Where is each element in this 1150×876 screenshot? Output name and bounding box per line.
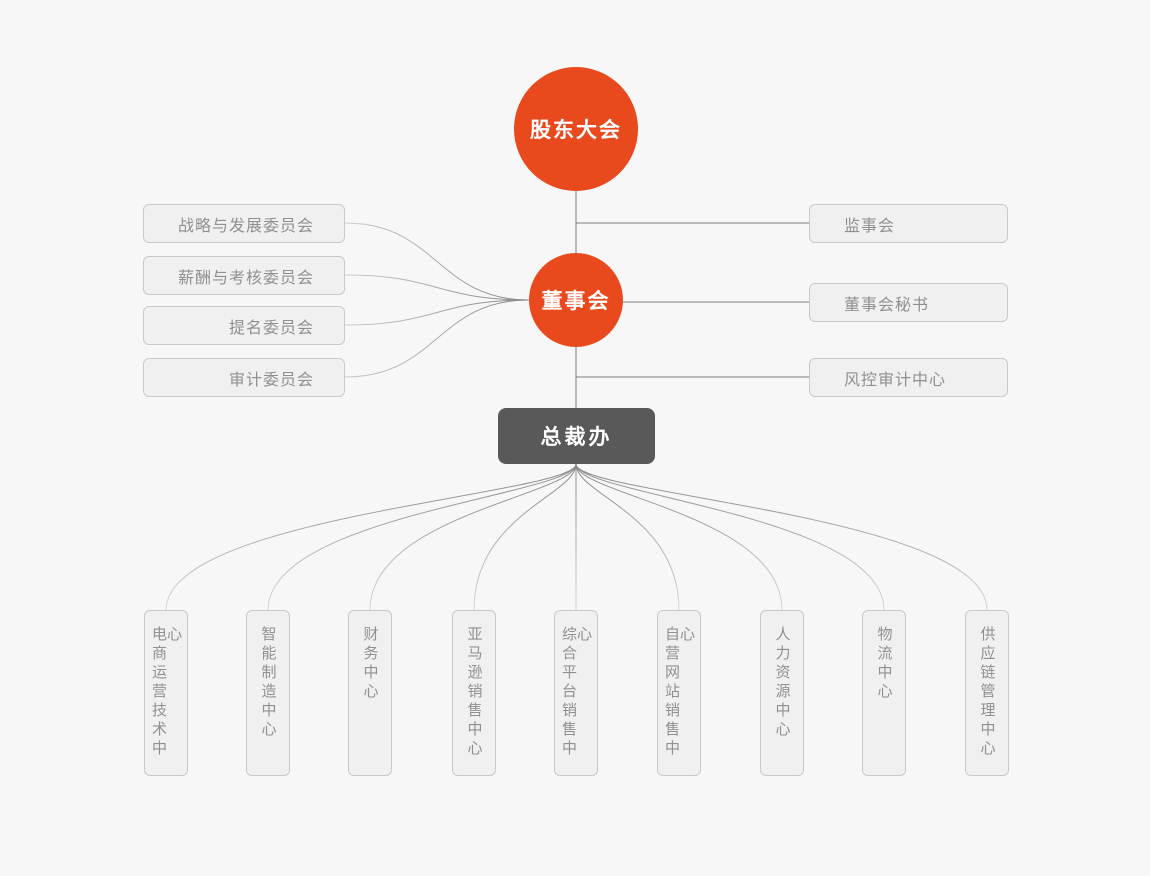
right-node-label: 风控审计中心 (844, 371, 947, 389)
node-dept-logistics: 物流中心 (862, 610, 906, 776)
curve-committee-2 (344, 299, 530, 326)
node-strategy-development-committee: 战略与发展委员会 (143, 204, 345, 243)
committee-label: 审计委员会 (228, 371, 314, 389)
committee-label: 战略与发展委员会 (177, 217, 314, 235)
department-label: 财务中心 (361, 626, 379, 702)
node-president-office: 总裁办 (498, 408, 655, 464)
node-compensation-assessment-committee: 薪酬与考核委员会 (143, 256, 345, 295)
department-label: 综合平台销售中心 (560, 626, 592, 759)
department-label: 电商运营技术中心 (150, 626, 182, 759)
node-board-secretary: 董事会秘书 (809, 283, 1008, 322)
curve-department-7 (575, 463, 885, 611)
department-label: 自营网站销售中心 (663, 626, 695, 759)
department-label: 智能制造中心 (259, 626, 277, 740)
curve-department-8 (575, 463, 988, 611)
node-dept-finance: 财务中心 (348, 610, 392, 776)
node-shareholders-meeting: 股东大会 (514, 67, 638, 191)
node-audit-committee: 审计委员会 (143, 358, 345, 397)
node-nomination-committee: 提名委员会 (143, 306, 345, 345)
curve-department-3 (473, 463, 577, 611)
curve-department-6 (575, 463, 783, 611)
curve-committee-1 (344, 274, 530, 301)
department-label: 人力资源中心 (773, 626, 791, 740)
department-label: 亚马逊销售中心 (465, 626, 483, 759)
node-risk-audit-center: 风控审计中心 (809, 358, 1008, 397)
right-node-label: 董事会秘书 (844, 296, 930, 314)
curve-committee-0 (344, 222, 530, 301)
committee-label: 薪酬与考核委员会 (177, 269, 314, 287)
node-dept-supply-chain-management: 供应链管理中心 (965, 610, 1009, 776)
node-dept-amazon-sales: 亚马逊销售中心 (452, 610, 496, 776)
committee-label: 提名委员会 (228, 319, 314, 337)
node-board-of-directors: 董事会 (529, 253, 623, 347)
node-board-of-directors-label: 董事会 (541, 290, 611, 313)
department-label: 物流中心 (875, 626, 893, 702)
curve-department-1 (267, 463, 577, 611)
node-president-office-label: 总裁办 (540, 426, 613, 449)
curve-department-2 (369, 463, 577, 611)
node-dept-platform-sales: 综合平台销售中心 (554, 610, 598, 776)
node-dept-human-resources: 人力资源中心 (760, 610, 804, 776)
node-shareholders-meeting-label: 股东大会 (530, 119, 622, 142)
curve-department-0 (165, 463, 577, 611)
curve-committee-3 (344, 299, 530, 378)
node-supervisory-board: 监事会 (809, 204, 1008, 243)
node-dept-intelligent-manufacturing: 智能制造中心 (246, 610, 290, 776)
right-node-label: 监事会 (844, 217, 896, 235)
node-dept-self-operated-website-sales: 自营网站销售中心 (657, 610, 701, 776)
department-label: 供应链管理中心 (978, 626, 996, 759)
curve-department-5 (575, 463, 680, 611)
node-dept-ecommerce-operations-technology: 电商运营技术中心 (144, 610, 188, 776)
